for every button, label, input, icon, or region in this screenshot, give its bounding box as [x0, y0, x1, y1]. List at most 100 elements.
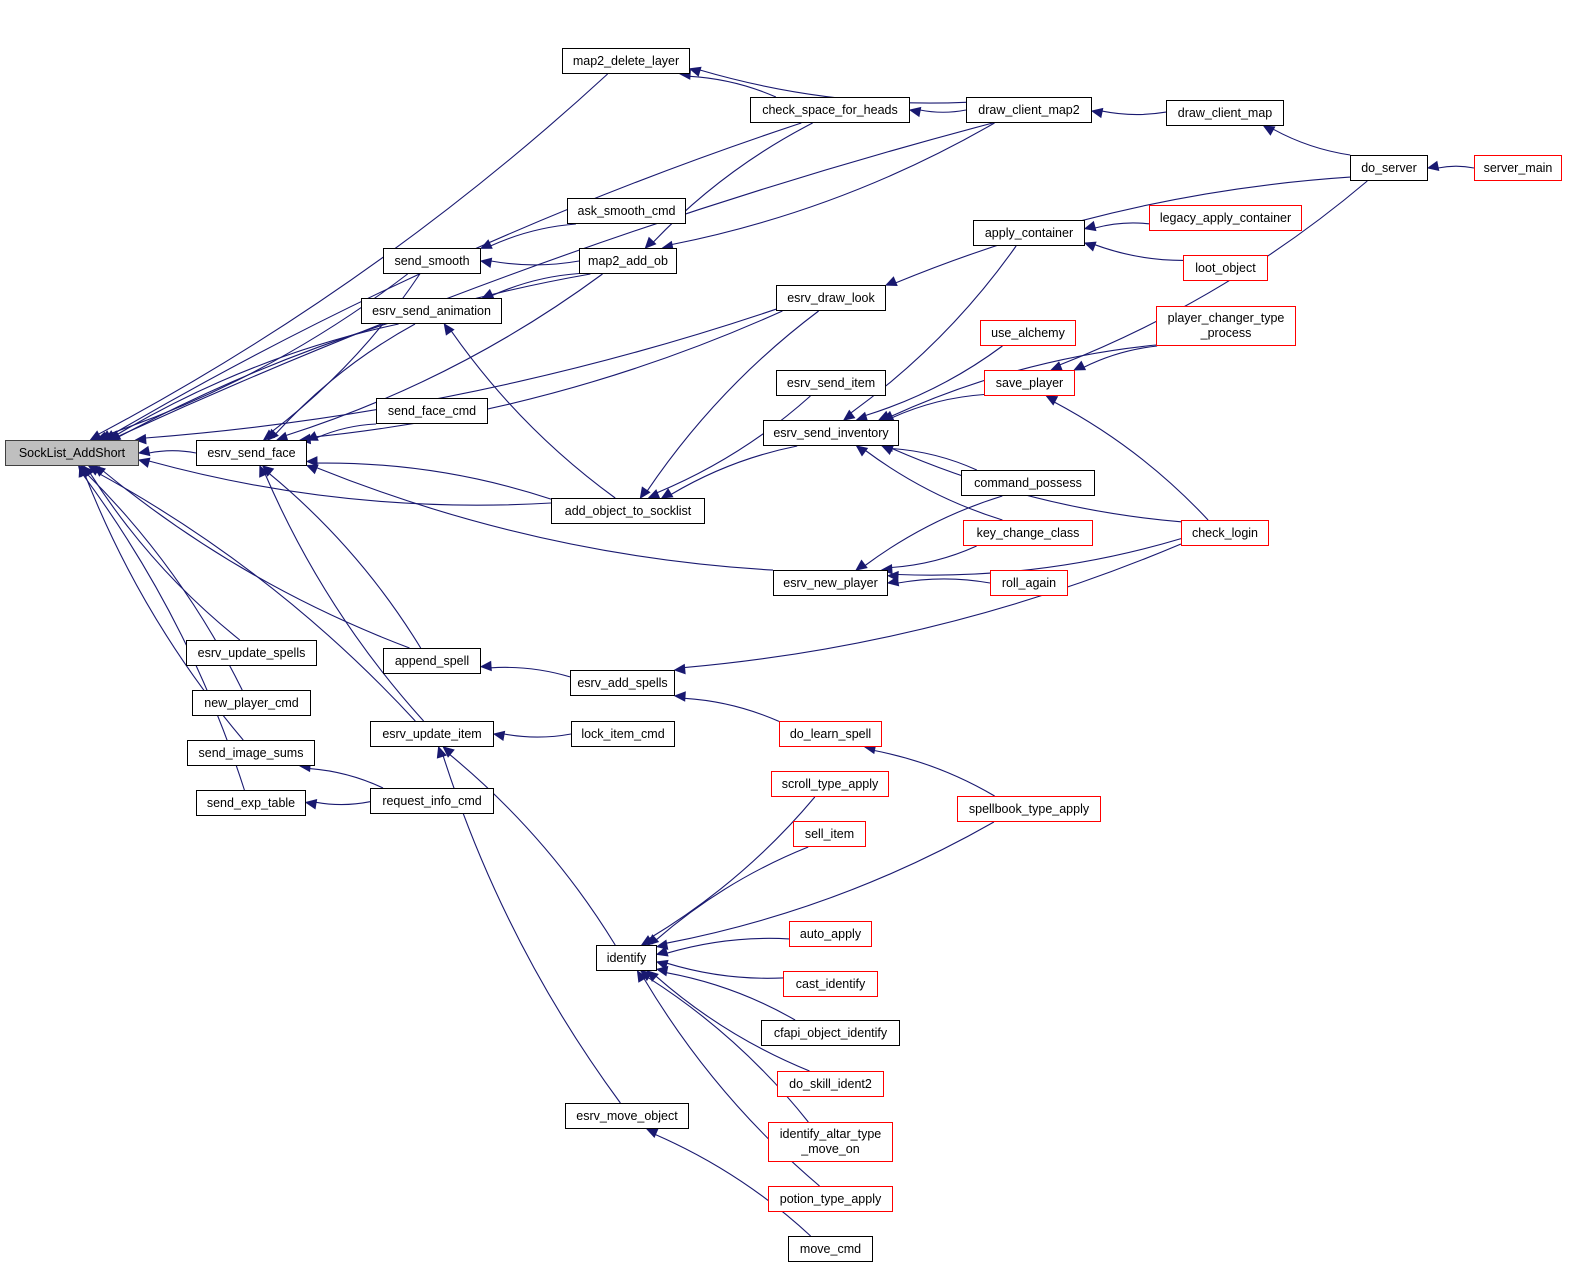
node-ask-smooth-cmd[interactable]: ask_smooth_cmd — [567, 198, 686, 224]
node-label: esrv_send_animation — [372, 303, 491, 318]
node-identify-altar-type-move-on[interactable]: identify_altar_type _move_on — [768, 1122, 893, 1162]
node-command-possess[interactable]: command_possess — [961, 470, 1095, 496]
node-label: map2_delete_layer — [572, 53, 680, 68]
node-label: new_player_cmd — [204, 695, 299, 710]
edge-add_object_to_socklist-to-SockList_AddShort — [148, 460, 552, 506]
node-cfapi-object-identify[interactable]: cfapi_object_identify — [761, 1020, 900, 1046]
node-esrv-draw-look[interactable]: esrv_draw_look — [776, 285, 886, 311]
node-server-main[interactable]: server_main — [1474, 155, 1562, 181]
node-loot-object[interactable]: loot_object — [1183, 255, 1268, 281]
arrowhead-esrv_add_spells-to-append_spell — [479, 660, 492, 672]
node-save-player[interactable]: save_player — [984, 370, 1075, 396]
edge-spellbook_type_apply-to-identify — [666, 821, 995, 944]
node-label: esrv_new_player — [783, 575, 878, 590]
node-label: esrv_draw_look — [787, 290, 875, 305]
edge-identify_altar_type_move_on-to-identify — [648, 977, 809, 1123]
edge-use_alchemy-to-esrv_send_inventory — [865, 345, 1003, 417]
node-label: use_alchemy — [991, 325, 1065, 340]
node-potion-type-apply[interactable]: potion_type_apply — [768, 1186, 893, 1212]
arrowhead-draw_client_map2-to-map2_delete_layer — [688, 66, 702, 77]
node-esrv-send-animation[interactable]: esrv_send_animation — [361, 298, 502, 324]
node-send-exp-table[interactable]: send_exp_table — [196, 790, 306, 816]
node-scroll-type-apply[interactable]: scroll_type_apply — [771, 771, 889, 797]
edge-request_info_cmd-to-send_exp_table — [315, 801, 371, 806]
node-label: key_change_class — [976, 525, 1080, 540]
edge-map2_delete_layer-to-SockList_AddShort — [98, 73, 608, 435]
node-append-spell[interactable]: append_spell — [383, 648, 481, 674]
node-send-smooth[interactable]: send_smooth — [383, 248, 481, 274]
node-label: esrv_update_spells — [197, 645, 306, 660]
node-check-space-for-heads[interactable]: check_space_for_heads — [750, 97, 910, 123]
arrowhead-do_server-to-esrv_draw_look — [884, 276, 898, 287]
arrowhead-check_login-to-save_player — [1045, 395, 1059, 406]
edge-check_login-to-esrv_add_spells — [684, 543, 1182, 669]
node-esrv-send-inventory[interactable]: esrv_send_inventory — [763, 420, 899, 446]
node-use-alchemy[interactable]: use_alchemy — [980, 320, 1076, 346]
node-map2-delete-layer[interactable]: map2_delete_layer — [562, 48, 690, 74]
edge-draw_client_map2-to-SockList_AddShort — [117, 122, 993, 438]
node-label: SockList_AddShort — [18, 445, 126, 460]
node-sell-item[interactable]: sell_item — [793, 821, 866, 847]
node-esrv-new-player[interactable]: esrv_new_player — [773, 570, 888, 596]
arrowhead-esrv_update_item-to-SockList_AddShort — [87, 465, 101, 476]
node-spellbook-type-apply[interactable]: spellbook_type_apply — [957, 796, 1101, 822]
arrowhead-esrv_update_item-to-esrv_send_face — [259, 464, 269, 478]
edge-esrv_send_animation-to-esrv_send_face — [275, 323, 416, 435]
arrowhead-legacy_apply_container-to-apply_container — [1083, 220, 1097, 232]
arrowhead-check_space_for_heads-to-SockList_AddShort — [99, 430, 113, 441]
node-map2-add-ob[interactable]: map2_add_ob — [579, 248, 677, 274]
edge-check_login-to-esrv_new_player — [897, 538, 1182, 576]
node-esrv-update-item[interactable]: esrv_update_item — [370, 721, 494, 747]
node-key-change-class[interactable]: key_change_class — [963, 520, 1093, 546]
node-label: esrv_send_inventory — [773, 425, 889, 440]
edge-key_change_class-to-esrv_send_inventory — [865, 450, 1003, 521]
arrowhead-request_info_cmd-to-send_exp_table — [304, 799, 318, 810]
node-label: potion_type_apply — [779, 1191, 882, 1206]
edge-identify-to-esrv_update_item — [449, 754, 616, 946]
node-lock-item-cmd[interactable]: lock_item_cmd — [571, 721, 675, 747]
node-add-object-to-socklist[interactable]: add_object_to_socklist — [551, 498, 705, 524]
node-label: check_login — [1191, 525, 1258, 540]
node-label: server_main — [1483, 160, 1553, 175]
node-esrv-send-face[interactable]: esrv_send_face — [196, 440, 307, 466]
node-player-changer-type-process[interactable]: player_changer_type _process — [1156, 306, 1296, 346]
node-identify[interactable]: identify — [596, 945, 657, 971]
arrowhead-command_possess-to-esrv_new_player — [855, 559, 868, 571]
node-draw-client-map[interactable]: draw_client_map — [1166, 100, 1284, 126]
edge-command_possess-to-esrv_new_player — [864, 495, 1003, 566]
arrowhead-map2_add_ob-to-send_smooth — [479, 257, 493, 269]
node-socklist-addshort[interactable]: SockList_AddShort — [5, 440, 139, 466]
arrowhead-draw_client_map2-to-check_space_for_heads — [908, 106, 922, 118]
arrowhead-auto_apply-to-identify — [655, 946, 669, 957]
node-cast-identify[interactable]: cast_identify — [783, 971, 878, 997]
node-check-login[interactable]: check_login — [1181, 520, 1269, 546]
node-legacy-apply-container[interactable]: legacy_apply_container — [1149, 205, 1302, 231]
node-label: esrv_send_item — [786, 375, 876, 390]
node-do-learn-spell[interactable]: do_learn_spell — [779, 721, 882, 747]
edge-append_spell-to-SockList_AddShort — [102, 470, 410, 649]
arrowhead-esrv_move_object-to-esrv_update_item — [436, 745, 447, 759]
edge-potion_type_apply-to-identify — [643, 978, 820, 1187]
node-do-server[interactable]: do_server — [1350, 155, 1428, 181]
node-esrv-send-item[interactable]: esrv_send_item — [776, 370, 886, 396]
node-new-player-cmd[interactable]: new_player_cmd — [192, 690, 311, 716]
node-send-image-sums[interactable]: send_image_sums — [187, 740, 315, 766]
edge-request_info_cmd-to-send_image_sums — [309, 768, 384, 789]
node-draw-client-map2[interactable]: draw_client_map2 — [966, 97, 1092, 123]
arrowhead-esrv_draw_look-to-add_object_to_socklist — [639, 486, 651, 500]
node-label: send_face_cmd — [387, 403, 477, 418]
node-request-info-cmd[interactable]: request_info_cmd — [370, 788, 494, 814]
node-apply-container[interactable]: apply_container — [973, 220, 1085, 246]
node-label: identify_altar_type _move_on — [779, 1127, 882, 1156]
node-esrv-update-spells[interactable]: esrv_update_spells — [186, 640, 317, 666]
arrowhead-check_login-to-esrv_add_spells — [673, 663, 686, 675]
node-do-skill-ident2[interactable]: do_skill_ident2 — [777, 1071, 884, 1097]
node-roll-again[interactable]: roll_again — [990, 570, 1068, 596]
node-move-cmd[interactable]: move_cmd — [788, 1236, 873, 1262]
node-esrv-add-spells[interactable]: esrv_add_spells — [570, 670, 675, 696]
node-esrv-move-object[interactable]: esrv_move_object — [565, 1103, 689, 1129]
node-auto-apply[interactable]: auto_apply — [789, 921, 872, 947]
edge-draw_client_map2-to-map2_add_ob — [671, 122, 995, 246]
node-send-face-cmd[interactable]: send_face_cmd — [376, 398, 488, 424]
edge-command_possess-to-esrv_send_inventory — [891, 447, 978, 471]
